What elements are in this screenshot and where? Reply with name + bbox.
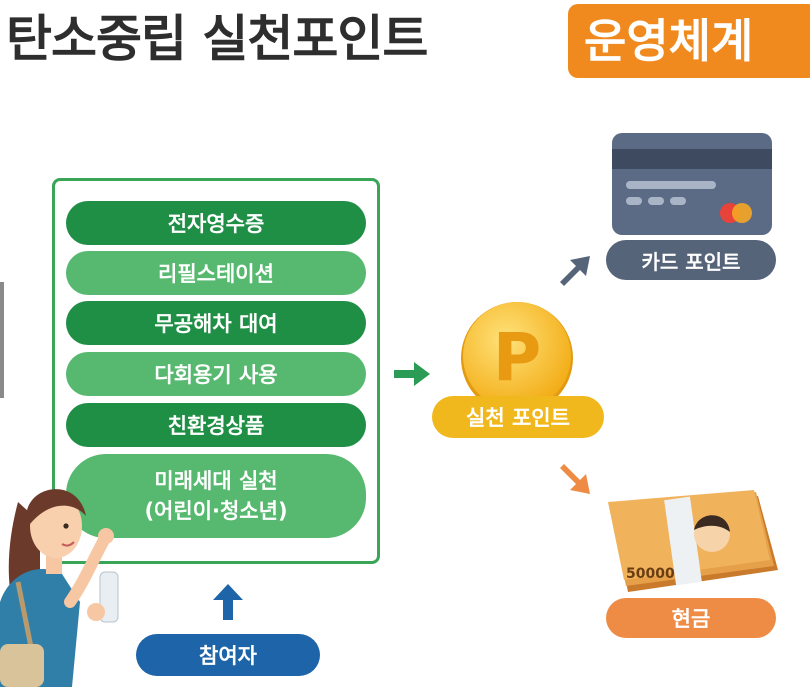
left-edge-bar [0, 282, 4, 398]
up-arrow-icon [213, 584, 243, 620]
banknote-value: 50000 [626, 566, 675, 582]
right-arrow-icon [394, 362, 430, 386]
card-point-label: 카드 포인트 [606, 240, 776, 280]
title-badge: 운영체계 [568, 4, 810, 78]
activity-ev-rental: 무공해차 대여 [66, 301, 366, 345]
activity-electronic-receipt: 전자영수증 [66, 201, 366, 245]
cash-bundle-icon: 50000 [608, 490, 778, 592]
activity-eco-products: 친환경상품 [66, 403, 366, 447]
activity-future-generation: 미래세대 실천 (어린이·청소년) [66, 454, 366, 538]
credit-card-icon [612, 133, 772, 235]
activity-future-generation-line1: 미래세대 실천 [154, 469, 278, 493]
cash-label: 현금 [606, 598, 776, 638]
practice-point-label: 실천 포인트 [432, 396, 604, 438]
coin-icon: P [461, 302, 573, 410]
coin-letter: P [493, 319, 541, 396]
down-right-arrow-icon [560, 464, 590, 494]
participant-label: 참여자 [136, 634, 320, 676]
activity-refill-station: 리필스테이션 [66, 251, 366, 295]
up-right-arrow-icon [560, 256, 590, 286]
activity-reusable-container: 다회용기 사용 [66, 352, 366, 396]
page-title: 탄소중립 실천포인트 [6, 10, 428, 68]
woman-illustration [0, 489, 119, 687]
activity-future-generation-line2: (어린이·청소년) [144, 499, 288, 523]
